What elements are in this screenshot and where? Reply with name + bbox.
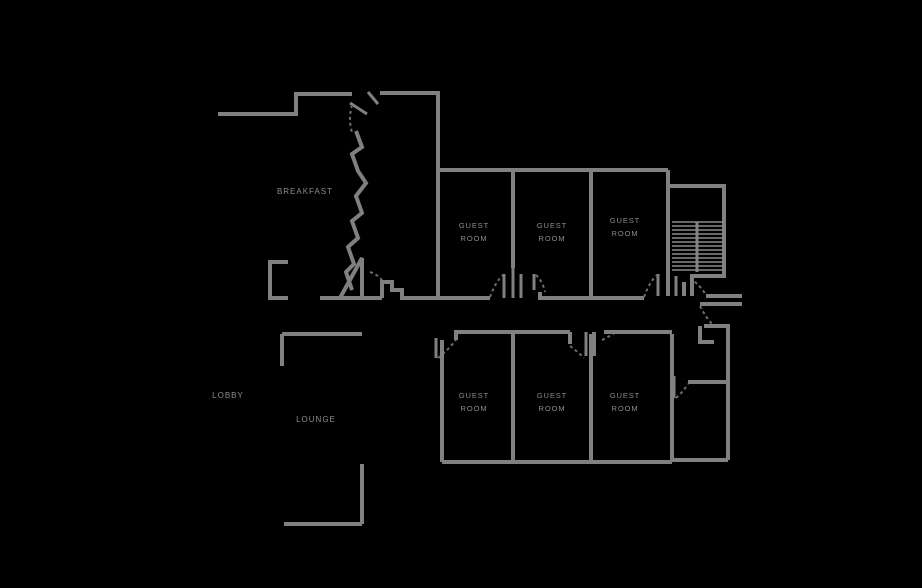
- label-upper-guest-room-2-line1: GUEST: [537, 221, 567, 230]
- label-upper-guest-room-1-line1: GUEST: [459, 221, 489, 230]
- service-rooms-walls: [670, 294, 742, 462]
- label-lounge: LOUNGE: [296, 415, 336, 424]
- label-upper-guest-room-1-line2: ROOM: [461, 234, 488, 243]
- stairwell: [670, 184, 726, 296]
- lower-guest-room-block-walls: [434, 330, 674, 464]
- label-lower-guest-room-3-line1: GUEST: [610, 391, 640, 400]
- label-lobby: LOBBY: [212, 391, 244, 400]
- label-breakfast: BREAKFAST: [277, 187, 333, 196]
- label-lower-guest-room-2-line2: ROOM: [539, 404, 566, 413]
- label-upper-guest-room-3-line1: GUEST: [610, 216, 640, 225]
- upper-guest-room-block-walls: [436, 168, 707, 300]
- lobby-lounge-walls: [280, 332, 364, 526]
- breakfast-area-walls: [218, 91, 440, 300]
- stair-treads: [672, 221, 724, 271]
- label-lower-guest-room-1-line1: GUEST: [459, 391, 489, 400]
- label-upper-guest-room-3-line2: ROOM: [612, 229, 639, 238]
- label-lower-guest-room-1-line2: ROOM: [461, 404, 488, 413]
- label-lower-guest-room-3-line2: ROOM: [612, 404, 639, 413]
- label-upper-guest-room-2-line2: ROOM: [539, 234, 566, 243]
- room-labels: BREAKFAST LOBBY LOUNGE GUEST ROOM GUEST …: [212, 187, 640, 424]
- label-lower-guest-room-2-line1: GUEST: [537, 391, 567, 400]
